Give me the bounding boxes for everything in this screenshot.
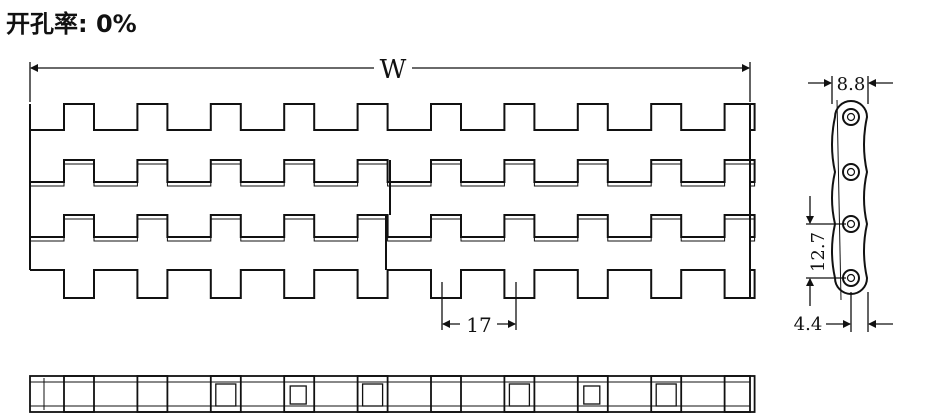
bottom-module-slot-8: [583, 385, 601, 405]
belt-bottom-row: [30, 269, 756, 299]
bottom-module-9: [650, 375, 683, 413]
belt-row-2-inner: [30, 163, 756, 187]
open-area-title: 开孔率: 0%: [6, 10, 137, 38]
pin-4: [846, 273, 856, 283]
belt-row-1-teeth: [30, 103, 756, 131]
offset-label: 4.4: [794, 314, 823, 335]
pin-hole-1: [842, 108, 860, 126]
width-label: W: [380, 55, 407, 85]
offset-dimension: [826, 292, 893, 332]
belt-bottom-view: [29, 375, 756, 413]
bottom-module-3: [209, 375, 242, 413]
belt-top-view: [29, 103, 756, 299]
link-pitch-dimension: [806, 196, 846, 306]
bottom-module-6: [430, 375, 462, 413]
bottom-module-slot-9: [655, 383, 677, 407]
link-inner-line: [836, 99, 842, 301]
bottom-module-4: [283, 375, 316, 413]
pin-1: [846, 112, 856, 122]
belt-row-2-teeth: [30, 159, 756, 183]
bottom-module-8: [576, 375, 609, 413]
pin-3: [846, 219, 856, 229]
bottom-module-slot-4: [289, 385, 307, 405]
pitch-dimension: [441, 282, 517, 330]
bottom-module-7: [503, 375, 536, 413]
belt-row-3-inner: [30, 218, 756, 242]
thickness-dimension: [808, 76, 893, 104]
pin-2: [846, 167, 856, 177]
bottom-module-2: [136, 375, 169, 413]
bottom-view-frame: [29, 375, 751, 413]
thickness-label: 8.8: [837, 74, 866, 95]
bottom-module-slot-5: [361, 383, 384, 407]
belt-side-view: [831, 99, 869, 301]
link-pitch-label: 12.7: [808, 232, 829, 272]
bottom-module-5: [356, 375, 389, 413]
bottom-module-10: [723, 375, 756, 413]
bottom-module-slot-3: [215, 383, 237, 407]
pitch-label: 17: [466, 313, 491, 337]
bottom-module-1: [63, 375, 95, 413]
pin-hole-2: [842, 163, 860, 181]
belt-row-3-teeth: [30, 214, 756, 238]
width-dimension: [29, 62, 751, 102]
bottom-module-slot-7: [508, 383, 531, 407]
link-plate-outline: [831, 100, 869, 295]
